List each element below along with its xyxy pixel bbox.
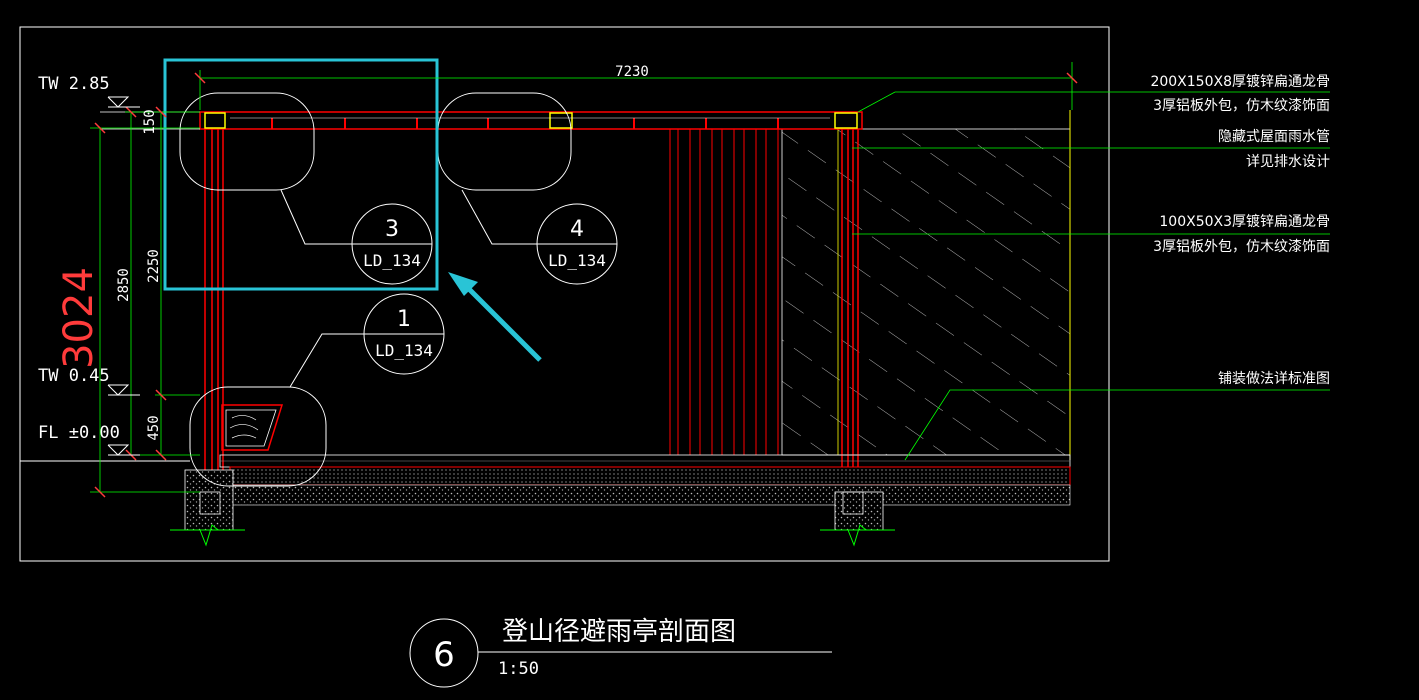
glass-panel bbox=[781, 128, 1071, 456]
callout-3-number: 3 bbox=[385, 217, 399, 242]
note-secondary-beam: 100X50X3厚镀锌扁通龙骨 bbox=[1159, 213, 1330, 230]
note-secondary-beam-finish: 3厚铝板外包，仿木纹漆饰面 bbox=[1153, 239, 1330, 255]
drawing-frame bbox=[19, 26, 1110, 562]
callout-1-sheet: LD_134 bbox=[375, 341, 433, 360]
footing-left bbox=[170, 469, 245, 547]
dim-2250: 2250 bbox=[146, 249, 162, 283]
drawing-number: 6 bbox=[433, 635, 455, 675]
callout-1-number: 1 bbox=[397, 307, 411, 332]
dim-horizontal-7230 bbox=[199, 62, 1073, 110]
bench-detail bbox=[221, 404, 284, 451]
level-marker-fl bbox=[107, 444, 140, 456]
dim-450: 450 bbox=[146, 415, 162, 440]
note-leaders bbox=[852, 91, 1330, 461]
timber-screen bbox=[669, 129, 779, 455]
note-downpipe: 隐藏式屋面雨水管 bbox=[1218, 129, 1330, 145]
level-tw-top: TW 2.85 bbox=[38, 74, 110, 94]
dim-ticks bbox=[94, 72, 1078, 498]
highlight-box bbox=[163, 58, 439, 291]
dim-2850: 2850 bbox=[116, 268, 132, 302]
column-right bbox=[841, 129, 859, 490]
note-downpipe-ref: 详见排水设计 bbox=[1246, 154, 1330, 170]
callout-4 bbox=[461, 189, 618, 285]
drawing-title: 登山径避雨亭剖面图 bbox=[502, 617, 736, 647]
level-marker-top bbox=[107, 96, 140, 108]
highlight-arrow bbox=[448, 272, 542, 362]
callout-4-sheet: LD_134 bbox=[548, 251, 606, 270]
column-left bbox=[204, 129, 224, 490]
level-marker-mid bbox=[107, 384, 140, 396]
callout-3-sheet: LD_134 bbox=[363, 251, 421, 270]
paving-layers bbox=[219, 454, 1071, 506]
dim-total-height: 3024 bbox=[56, 267, 102, 369]
level-fl: FL ±0.00 bbox=[38, 423, 120, 443]
callout-3 bbox=[280, 189, 433, 285]
level-tw-mid: TW 0.45 bbox=[38, 366, 110, 386]
note-main-beam-finish: 3厚铝板外包，仿木纹漆饰面 bbox=[1153, 98, 1330, 114]
dim-vertical-left bbox=[90, 111, 200, 493]
drawing-number-circle bbox=[409, 618, 479, 688]
callout-4-number: 4 bbox=[570, 217, 584, 242]
callout-1 bbox=[289, 293, 445, 388]
note-main-beam: 200X150X8厚镀锌扁通龙骨 bbox=[1150, 73, 1330, 90]
dim-150: 150 bbox=[142, 109, 158, 134]
dim-total-width: 7230 bbox=[615, 64, 649, 80]
roof-beam bbox=[100, 111, 863, 130]
drawing-scale: 1:50 bbox=[498, 659, 539, 679]
note-paving: 铺装做法详标准图 bbox=[1218, 371, 1330, 387]
footing-right bbox=[820, 491, 895, 547]
